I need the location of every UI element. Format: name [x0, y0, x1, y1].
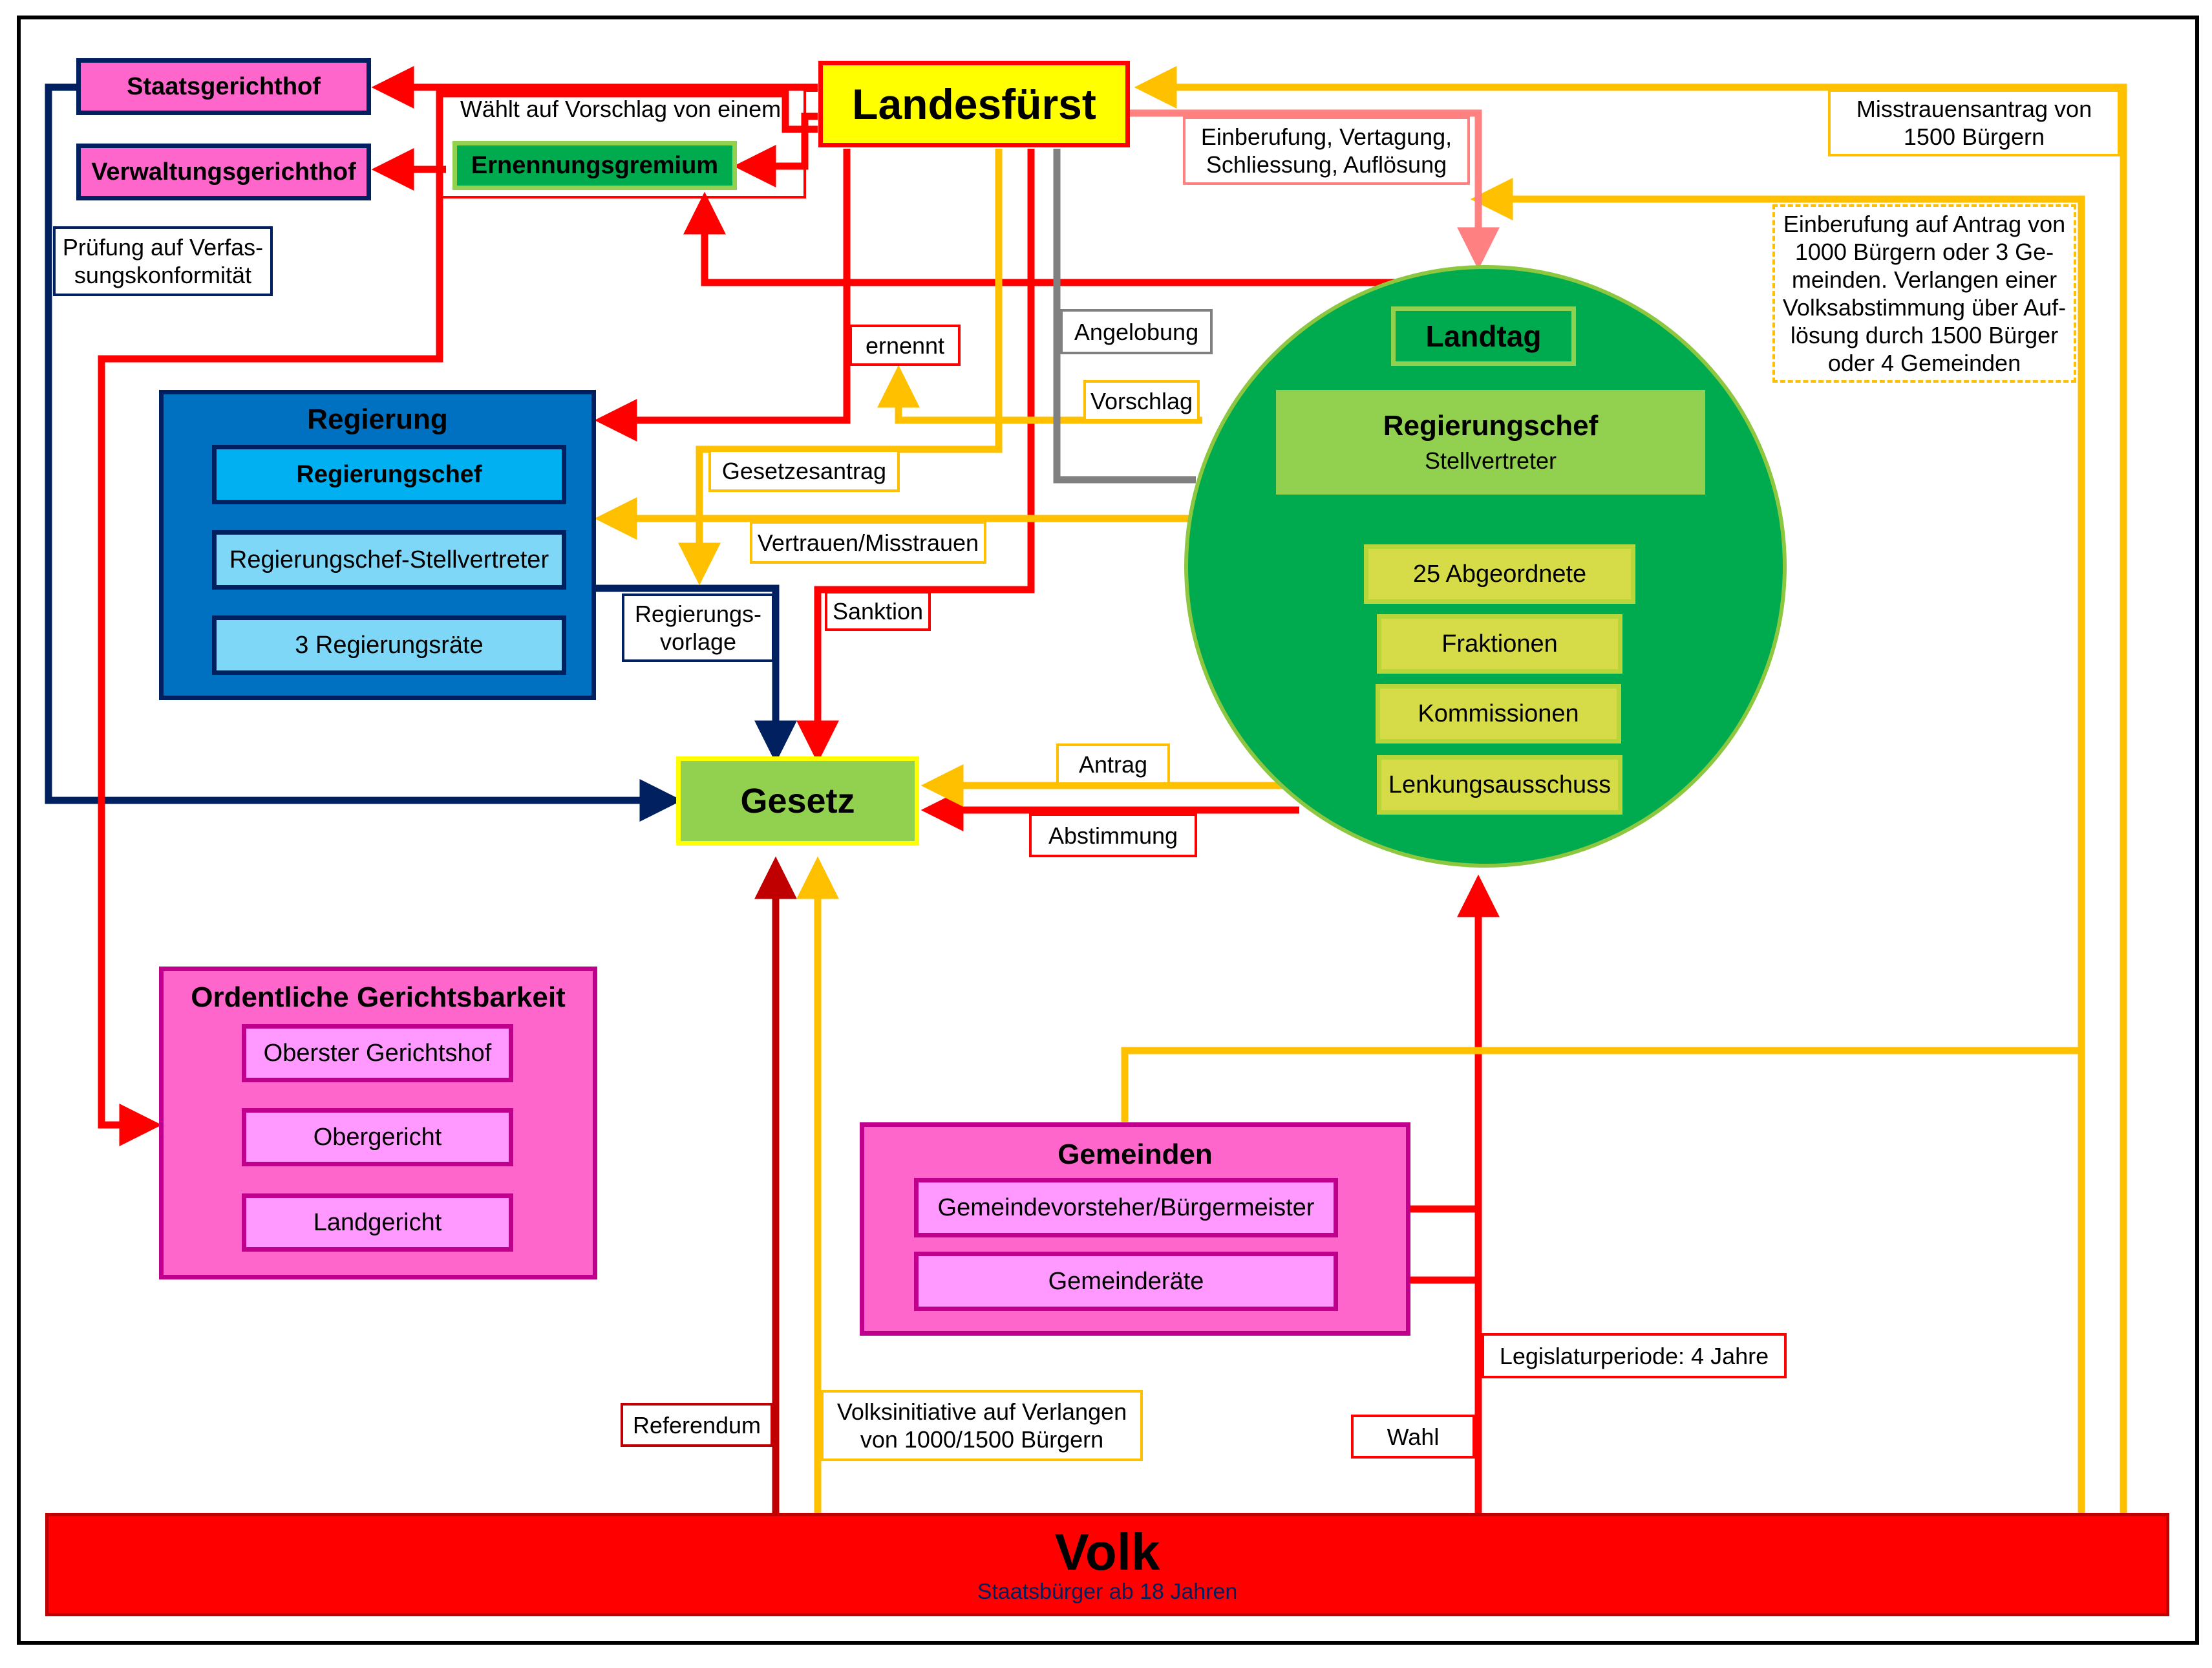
line-angelobung — [1053, 149, 1196, 484]
regierungschef-box: Regierungschef — [212, 445, 566, 504]
regierungsvorlage-label: Regierungs- vorlage — [622, 593, 774, 662]
gesetz-label: Gesetz — [740, 782, 855, 820]
ernennt-label: ernennt — [849, 325, 961, 366]
gesetzesantrag-label: Gesetzesantrag — [708, 449, 900, 492]
volk-title: Volk — [1054, 1523, 1160, 1581]
volk-box: Volk Staatsbürger ab 18 Jahren — [45, 1513, 2169, 1616]
line-einberufung-fuerst — [1128, 109, 1500, 270]
verwaltungsgerichtshof-label: Verwaltungsgerichthof — [91, 158, 356, 186]
line-gemeinden-einberufung — [1121, 1047, 2081, 1122]
landesfuerst-label: Landesfürst — [852, 80, 1096, 128]
landtag-regierungschef-label: Regierungschef — [1383, 410, 1599, 442]
staatsgerichtshof-box: Staatsgerichthof — [76, 58, 371, 115]
landtag-item-label: Lenkungsausschuss — [1388, 771, 1611, 798]
line-misstrauensantrag — [1134, 66, 2127, 1513]
gemeinden-item-label: Gemeinderäte — [1048, 1267, 1204, 1295]
regierungschef-stellvertreter-box: Regierungschef-Stellvertreter — [212, 530, 566, 590]
landtag-title: Landtag — [1425, 319, 1542, 353]
waehlt-label: Wählt auf Vorschlag von einem — [460, 95, 782, 122]
landtag-item-label: Fraktionen — [1441, 630, 1558, 658]
gemeinden-item-label: Gemeindevorsteher/Bürgermeister — [937, 1193, 1315, 1221]
line-regierungsvorlage — [595, 584, 797, 764]
gericht-item-label: Oberster Gerichtshof — [263, 1039, 492, 1067]
landtag-fraktionen-box: Fraktionen — [1377, 614, 1622, 674]
landtag-stellvertreter-label: Stellvertreter — [1424, 447, 1557, 474]
diagram-frame — [17, 16, 2199, 1645]
sanktion-label: Sanktion — [825, 591, 931, 631]
ernennungsgremium-box: Ernennungsgremium — [452, 141, 737, 190]
angelobung-label: Angelobung — [1060, 309, 1213, 354]
misstrauensantrag-label: Misstrauensantrag von 1500 Bürgern — [1828, 89, 2120, 156]
regierungsraete-box: 3 Regierungsräte — [212, 615, 566, 675]
line-einberufung-antrag — [1470, 178, 2085, 1513]
landtag-abgeordnete-box: 25 Abgeordnete — [1364, 544, 1635, 604]
verwaltungsgerichtshof-box: Verwaltungsgerichthof — [76, 144, 371, 200]
landtag-item-label: Kommissionen — [1418, 700, 1579, 727]
legislaturperiode-label: Legislaturperiode: 4 Jahre — [1482, 1333, 1787, 1378]
landtag-lenkungsausschuss-box: Lenkungsausschuss — [1377, 755, 1622, 815]
landtag-title-box: Landtag — [1391, 306, 1576, 366]
gesetz-box: Gesetz — [676, 756, 919, 846]
referendum-label: Referendum — [621, 1403, 773, 1447]
landtag-item-label: 25 Abgeordnete — [1412, 560, 1587, 588]
gemeindevorsteher-box: Gemeindevorsteher/Bürgermeister — [914, 1178, 1338, 1237]
vertrauen-label: Vertrauen/Misstrauen — [750, 521, 986, 564]
regierung-title: Regierung — [307, 403, 448, 435]
volk-subtitle: Staatsbürger ab 18 Jahren — [977, 1579, 1238, 1604]
gericht-item-label: Landgericht — [313, 1208, 442, 1236]
vorschlag-label: Vorschlag — [1083, 380, 1200, 422]
ernennungsgremium-label: Ernennungsgremium — [471, 151, 719, 179]
wahl-label: Wahl — [1351, 1415, 1475, 1459]
staatsgerichtshof-label: Staatsgerichthof — [127, 72, 321, 100]
line-fuerst-gerichtsbarkeit — [98, 90, 818, 1146]
landtag-kommissionen-box: Kommissionen — [1376, 684, 1621, 743]
einberufung-antrag-label: Einberufung auf Antrag von 1000 Bürgern … — [1772, 204, 2076, 383]
line-fuerst-regierung — [594, 149, 851, 442]
regierung-item-label: Regierungschef — [296, 460, 482, 488]
oberster-gerichtshof-box: Oberster Gerichtshof — [242, 1024, 513, 1082]
einberufung-fuerst-label: Einberufung, Vertagung, Schliessung, Auf… — [1183, 116, 1470, 185]
gemeinden-title: Gemeinden — [1058, 1139, 1213, 1170]
volksinitiative-label: Volksinitiative auf Verlangen von 1000/1… — [821, 1390, 1143, 1461]
gericht-item-label: Obergericht — [313, 1123, 442, 1151]
line-landtag-ernennungsgremium — [683, 191, 1396, 286]
landesfuerst-box: Landesfürst — [818, 61, 1130, 147]
obergericht-box: Obergericht — [242, 1108, 513, 1166]
pruefung-label: Prüfung auf Verfas- sungskonformität — [53, 226, 273, 296]
regierung-item-label: 3 Regierungsräte — [295, 631, 484, 659]
gemeinderaete-box: Gemeinderäte — [914, 1252, 1338, 1311]
landgericht-box: Landgericht — [242, 1193, 513, 1252]
abstimmung-label: Abstimmung — [1029, 813, 1197, 857]
line-sanktion — [796, 149, 1035, 764]
landtag-regierungschef-box: Regierungschef Stellvertreter — [1276, 390, 1705, 495]
antrag-label: Antrag — [1056, 743, 1170, 785]
regierung-item-label: Regierungschef-Stellvertreter — [229, 546, 549, 573]
line-pruefung — [45, 83, 683, 822]
gerichtsbarkeit-title: Ordentliche Gerichtsbarkeit — [191, 981, 566, 1013]
